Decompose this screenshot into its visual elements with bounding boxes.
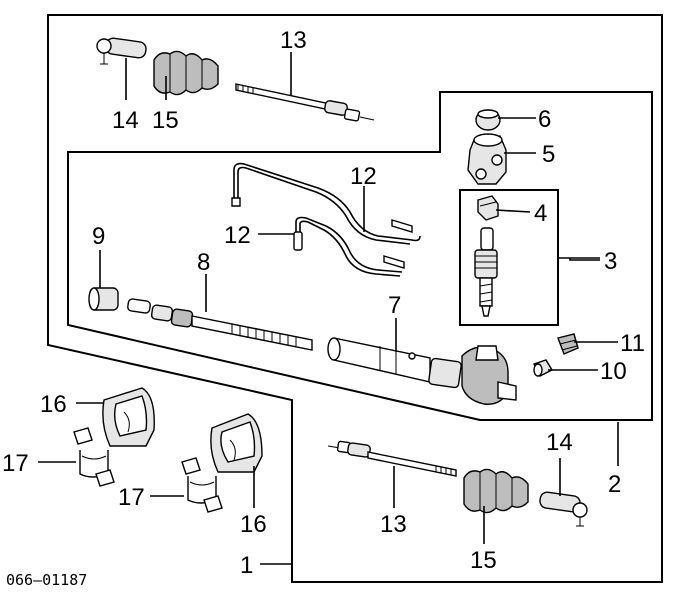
rack-bushing	[88, 287, 119, 311]
end-plug	[533, 359, 553, 377]
callout-12-upper: 12	[350, 163, 377, 190]
callout-17-left: 17	[2, 450, 29, 477]
callout-10: 10	[600, 358, 627, 385]
mount-bushing-right	[210, 413, 263, 473]
callout-16-upper: 16	[40, 391, 67, 418]
mount-bushing-left	[102, 387, 155, 447]
reference-code: 066–01187	[6, 571, 87, 589]
inner-tie-rod-upper	[235, 83, 375, 122]
fluid-lines	[231, 162, 421, 277]
callout-14-lower: 14	[546, 429, 573, 456]
assembly-frame-outer	[47, 14, 663, 583]
leader-lines	[38, 52, 619, 565]
rack-boot-upper	[153, 50, 219, 96]
valve-pinion	[474, 227, 498, 317]
callout-15-upper: 15	[152, 107, 179, 134]
callout-3: 3	[604, 248, 617, 275]
callout-7: 7	[388, 292, 401, 319]
rack-housing	[327, 337, 517, 405]
callout-6: 6	[538, 106, 551, 133]
mount-bracket-right	[181, 457, 223, 513]
small-boot	[557, 333, 579, 355]
callout-14-upper: 14	[112, 107, 139, 134]
callout-1: 1	[240, 552, 253, 579]
callout-13-upper: 13	[280, 27, 307, 54]
callout-16-lower: 16	[240, 511, 267, 538]
inner-tie-rod-lower	[327, 440, 457, 477]
callout-2: 2	[608, 471, 621, 498]
callout-13-lower: 13	[380, 511, 407, 538]
valve-seal	[477, 195, 499, 221]
callout-17-right: 17	[118, 484, 145, 511]
callout-11: 11	[620, 330, 645, 357]
valve-cap	[475, 109, 501, 131]
tie-rod-end-upper	[96, 37, 147, 65]
callout-4: 4	[534, 200, 547, 227]
callout-8: 8	[197, 249, 210, 276]
valve-housing	[467, 133, 507, 185]
tie-rod-end-lower	[539, 491, 588, 527]
callout-12-lower: 12	[224, 222, 251, 249]
gearbox-frame-inner	[67, 91, 653, 421]
callout-15-lower: 15	[470, 547, 497, 574]
callout-5: 5	[542, 141, 555, 168]
callout-9: 9	[92, 223, 105, 250]
rack-boot-lower	[463, 468, 529, 514]
mount-bracket-left	[73, 427, 115, 487]
steering-rack	[127, 298, 313, 351]
